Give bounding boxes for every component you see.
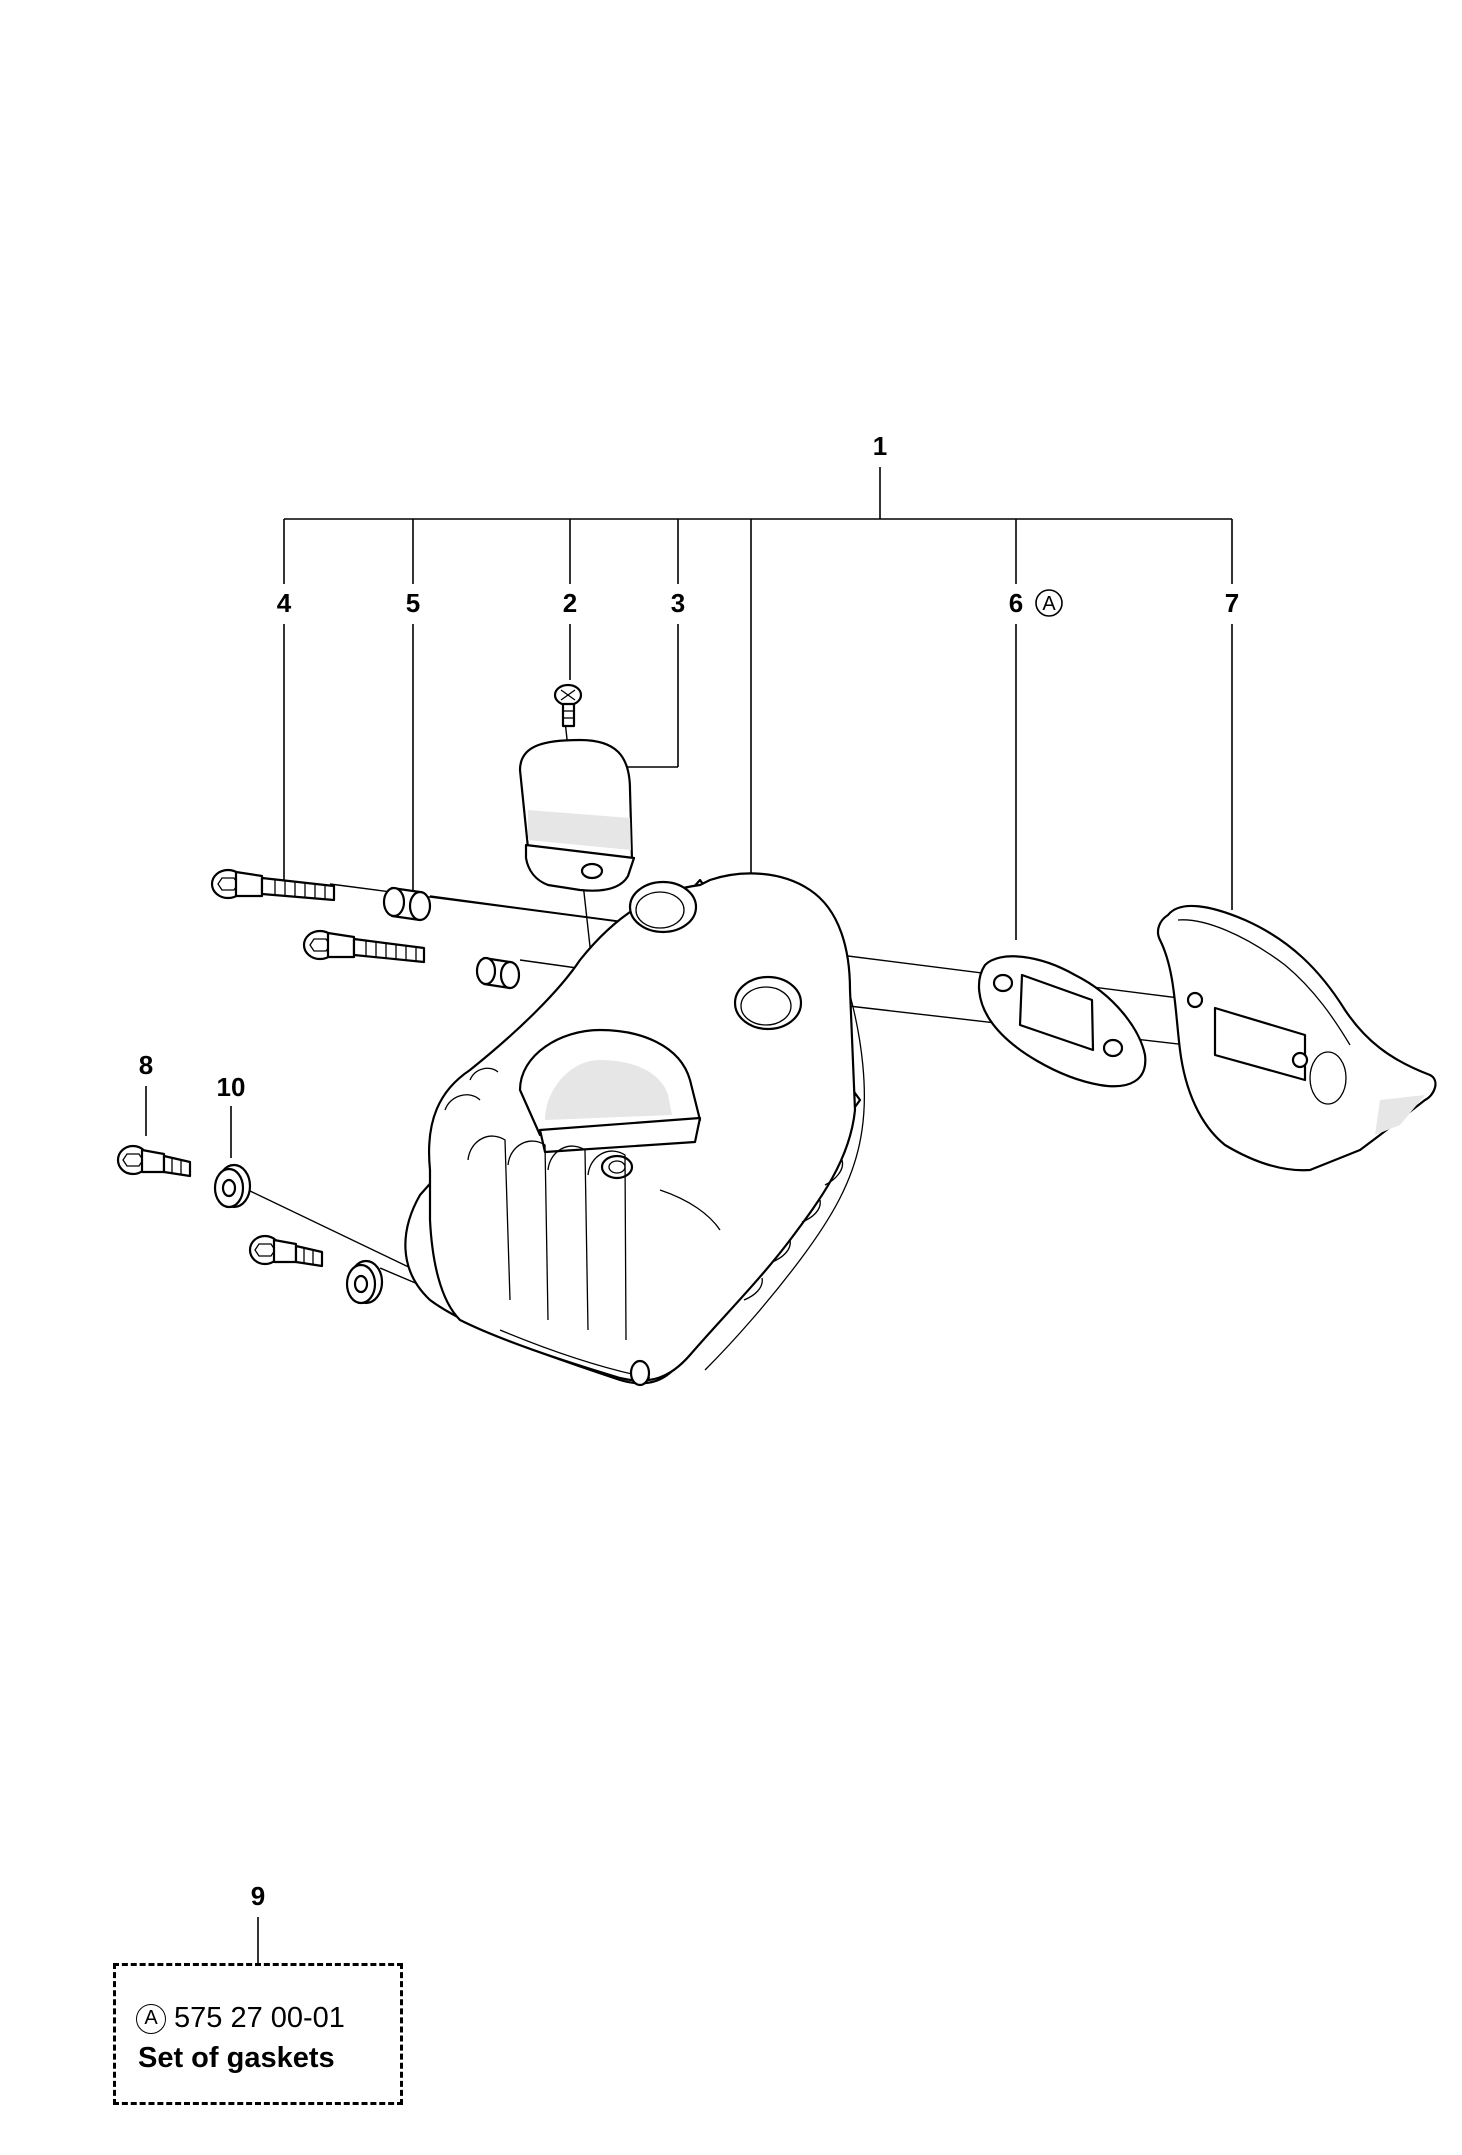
screw-8-lower xyxy=(248,1234,324,1268)
kit-marker: A xyxy=(136,2003,166,2034)
callout-4: 4 xyxy=(277,588,292,618)
callout-3: 3 xyxy=(671,588,685,618)
kit-part-number-row: A 575 27 00-01 xyxy=(136,2002,345,2035)
spacer-sleeve-5-lower xyxy=(475,956,521,990)
callout-9: 9 xyxy=(251,1881,265,1911)
muffler-body-1 xyxy=(404,872,865,1387)
callout-7: 7 xyxy=(1225,588,1239,618)
end-cap-3 xyxy=(518,738,636,892)
washer-10-lower xyxy=(345,1259,384,1305)
callout-numbers: 1 4 5 2 3 6 A 7 8 10 9 xyxy=(139,431,1239,1911)
spacer-sleeve-5-upper xyxy=(382,886,432,922)
heat-shield-7 xyxy=(1156,904,1437,1172)
bolt-4-upper xyxy=(210,868,336,902)
callout-5: 5 xyxy=(406,588,420,618)
callout-8: 8 xyxy=(139,1050,153,1080)
gasket-kit-box: A 575 27 00-01 Set of gaskets xyxy=(113,1963,403,2105)
callout-6: 6 xyxy=(1009,588,1023,618)
kit-part-number: 575 27 00-01 xyxy=(174,2002,345,2034)
gasket-set-marker-circle xyxy=(1035,589,1063,617)
callout-leader-lines xyxy=(145,467,1233,1963)
callout-2: 2 xyxy=(563,588,577,618)
gasket-set-marker: A xyxy=(1042,593,1056,615)
bolt-4-lower xyxy=(302,929,426,964)
screw-8-upper xyxy=(116,1144,192,1178)
callout-1: 1 xyxy=(873,431,887,461)
callout-10: 10 xyxy=(217,1072,246,1102)
gasket-6 xyxy=(977,955,1147,1088)
screw-2 xyxy=(553,683,583,728)
kit-name: Set of gaskets xyxy=(138,2042,335,2074)
washer-10-upper xyxy=(213,1163,252,1209)
